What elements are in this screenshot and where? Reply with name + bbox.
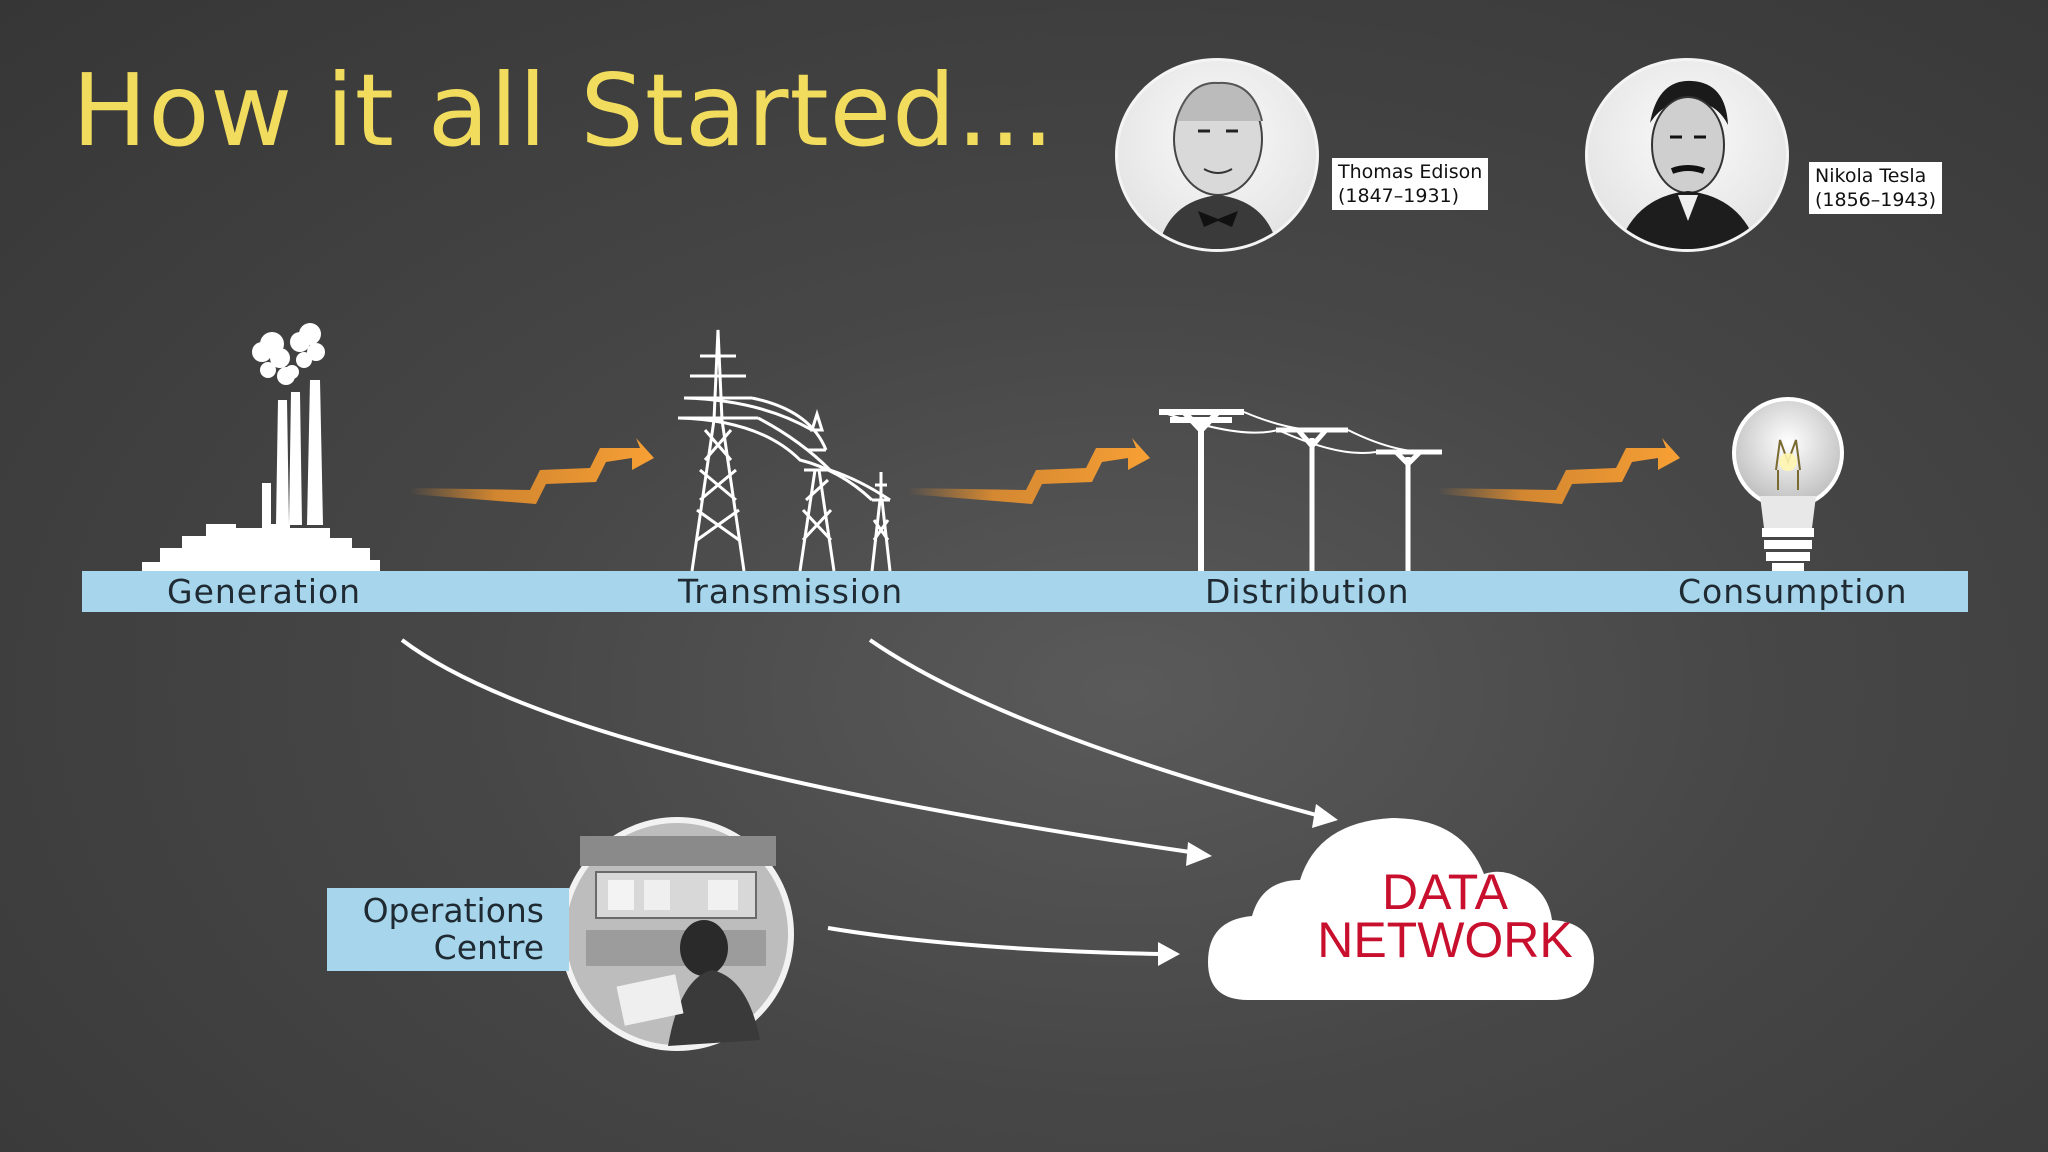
- edison-years: (1847–1931): [1338, 185, 1460, 207]
- stage-bar: [82, 571, 1968, 612]
- operations-centre-label-box: Operations Centre: [327, 888, 569, 971]
- data-network-label: DATA NETWORK: [1300, 864, 1590, 968]
- stage-consumption: Consumption: [1678, 572, 1908, 611]
- tesla-name-card: Nikola Tesla (1856–1943): [1809, 162, 1943, 214]
- cloud-icon: [1208, 818, 1594, 1000]
- utility-pole-icon: [1159, 409, 1443, 571]
- stage-distribution: Distribution: [1205, 572, 1410, 611]
- stage-generation: Generation: [167, 572, 362, 611]
- network-line2: NETWORK: [1317, 912, 1573, 968]
- operations-line2: Centre: [433, 928, 544, 967]
- tesla-portrait: [1585, 58, 1789, 252]
- network-line1: DATA: [1382, 864, 1508, 920]
- stage-transmission: Transmission: [678, 572, 904, 611]
- lightning-arrow-icon: [410, 438, 1680, 504]
- edison-name-card: Thomas Edison (1847–1931): [1332, 158, 1489, 210]
- operations-centre-photo: [560, 817, 794, 1051]
- tesla-name: Nikola Tesla: [1815, 165, 1927, 187]
- factory-icon: [142, 323, 380, 571]
- transmission-tower-icon: [677, 329, 892, 572]
- light-bulb-icon: [1732, 397, 1844, 571]
- edison-name: Thomas Edison: [1338, 161, 1483, 183]
- page-title: How it all Started...: [72, 52, 1056, 169]
- connection-arrows: [400, 638, 1321, 956]
- operations-line1: Operations: [362, 891, 544, 930]
- operations-centre-label: Operations Centre: [363, 892, 544, 966]
- edison-portrait: [1115, 58, 1319, 252]
- tesla-years: (1856–1943): [1815, 189, 1937, 211]
